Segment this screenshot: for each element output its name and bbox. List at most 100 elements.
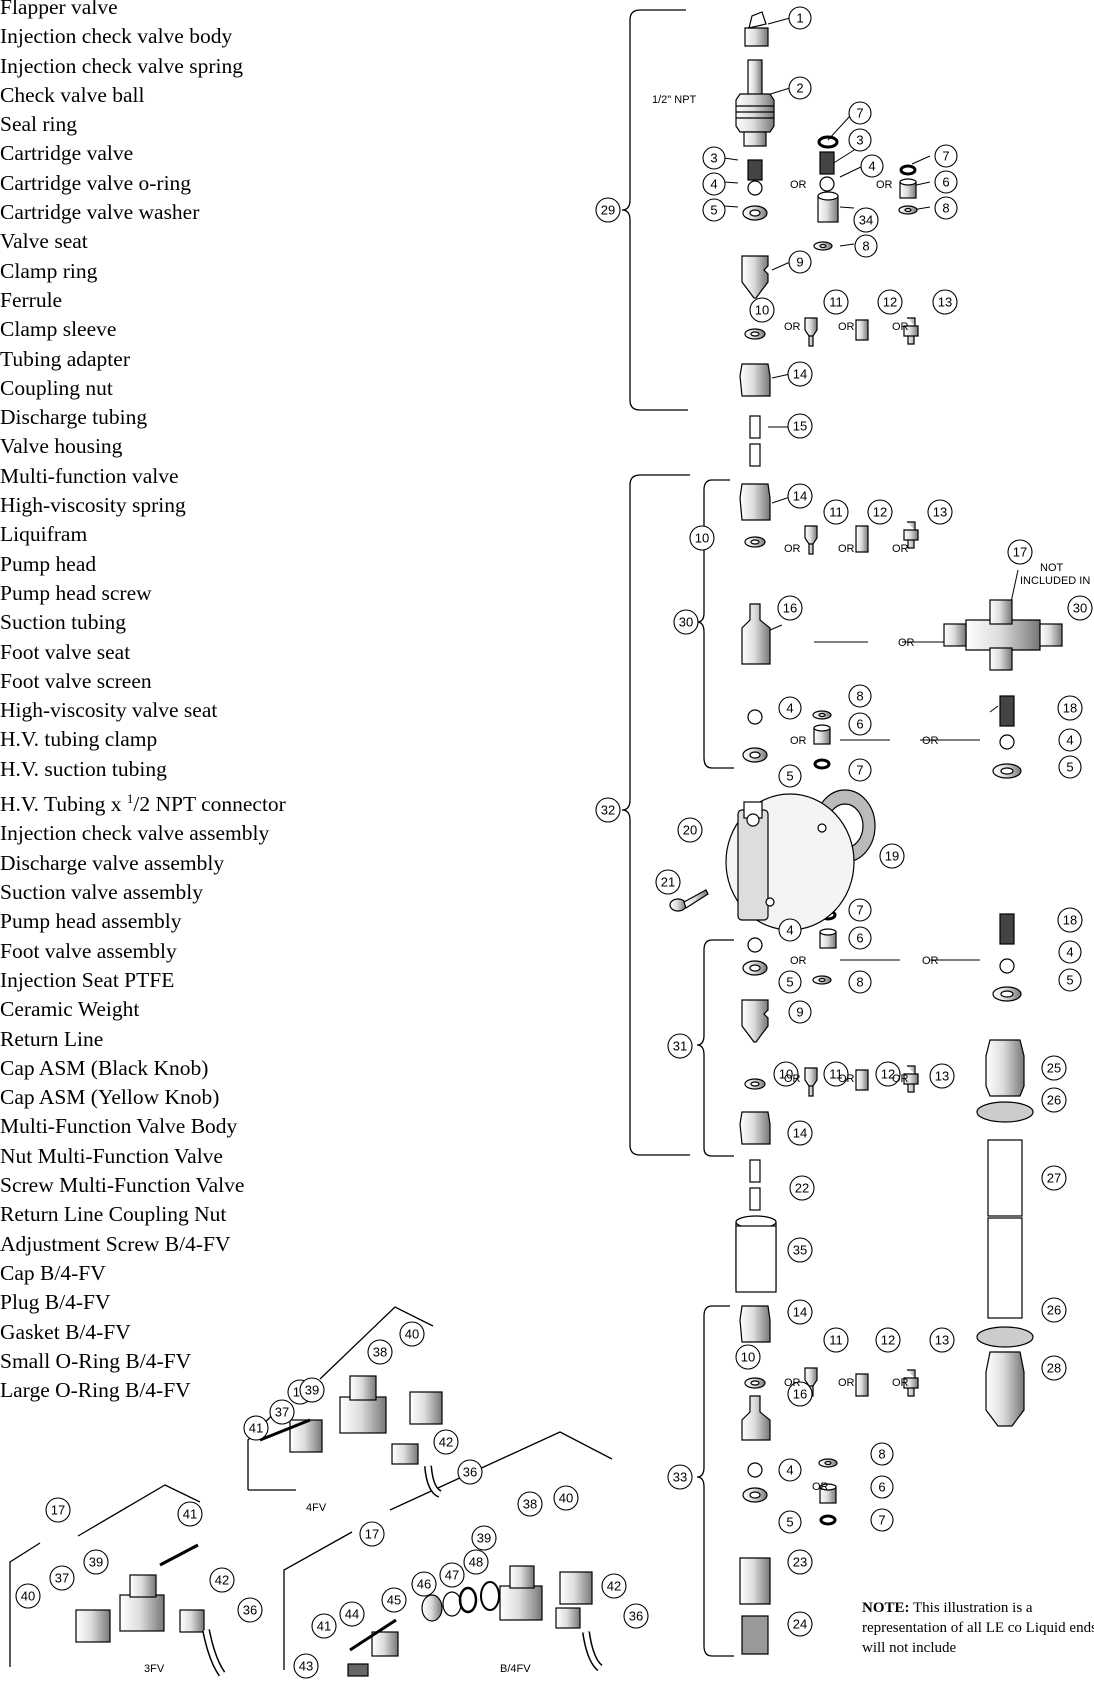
pump-head-part xyxy=(725,793,855,931)
callout-7: 7 xyxy=(848,101,872,125)
callout-17: 17 xyxy=(45,1497,71,1523)
svg-text:35: 35 xyxy=(793,1243,807,1258)
callout-37: 37 xyxy=(49,1565,75,1591)
or-label: OR xyxy=(892,543,909,555)
parts-list-item: Cap ASM (Black Knob) xyxy=(0,1055,209,1080)
callout-47: 47 xyxy=(439,1562,465,1588)
parts-list-item: Pump head assembly xyxy=(0,909,182,934)
callout-5: 5 xyxy=(778,764,802,788)
callout-5: 5 xyxy=(702,198,726,222)
svg-text:12: 12 xyxy=(881,1067,895,1082)
parts-list-item: Clamp sleeve xyxy=(0,317,117,342)
parts-list-item: Small O-Ring B/4-FV xyxy=(0,1348,192,1373)
svg-text:16: 16 xyxy=(793,1387,807,1402)
flapper-valve-part xyxy=(744,11,769,47)
callout-14: 14 xyxy=(787,1299,813,1325)
parts-list-item: Pump head screw xyxy=(0,580,152,605)
callout-4: 4 xyxy=(778,696,802,720)
callout-16: 16 xyxy=(787,1381,813,1407)
parts-list-item: Discharge tubing xyxy=(0,405,148,430)
callout-10: 10 xyxy=(735,1344,761,1370)
callout-7: 7 xyxy=(848,758,872,782)
svg-text:47: 47 xyxy=(445,1568,459,1583)
svg-text:4: 4 xyxy=(786,923,793,938)
svg-text:3: 3 xyxy=(710,151,717,166)
svg-text:17: 17 xyxy=(365,1527,379,1542)
callout-27: 27 xyxy=(1041,1165,1067,1191)
callout-5: 5 xyxy=(778,970,802,994)
parts-list-item: Nut Multi-Function Valve xyxy=(0,1143,223,1168)
pump-head-screw-part xyxy=(669,889,709,912)
note-bold: NOTE: xyxy=(862,1600,910,1616)
svg-text:21: 21 xyxy=(661,875,675,890)
assembly-brackets xyxy=(9,9,734,1670)
svg-text:15: 15 xyxy=(793,419,807,434)
parts-list-item: Injection check valve body xyxy=(0,24,233,49)
parts-list-item: Injection check valve assembly xyxy=(0,821,270,846)
svg-text:9: 9 xyxy=(796,255,803,270)
svg-text:4: 4 xyxy=(786,1463,793,1478)
callout-4: 4 xyxy=(1058,940,1082,964)
svg-text:36: 36 xyxy=(463,1465,477,1480)
svg-text:8: 8 xyxy=(862,239,869,254)
svg-text:6: 6 xyxy=(878,1480,885,1495)
svg-text:32: 32 xyxy=(601,803,615,818)
callout-30: 30 xyxy=(1067,595,1093,621)
callout-12: 12 xyxy=(877,289,903,315)
svg-text:41: 41 xyxy=(249,1421,263,1436)
bracket-3fv xyxy=(9,1484,201,1667)
svg-text:43: 43 xyxy=(299,1659,313,1674)
svg-text:18: 18 xyxy=(1063,913,1077,928)
high-viscosity-valve-seat-part xyxy=(985,1039,1025,1097)
callout-36: 36 xyxy=(623,1603,649,1629)
clamp-sleeve-part xyxy=(855,319,869,1397)
svg-text:41: 41 xyxy=(183,1507,197,1522)
not-included-label-2: INCLUDED IN xyxy=(1020,575,1090,587)
callout-6: 6 xyxy=(848,926,872,950)
svg-text:30: 30 xyxy=(1073,601,1087,616)
callout-33: 33 xyxy=(667,1464,693,1490)
or-label: OR xyxy=(784,543,801,555)
callout-6: 6 xyxy=(870,1475,894,1499)
or-label: OR xyxy=(892,321,909,333)
svg-text:11: 11 xyxy=(829,1333,843,1348)
bracket-33 xyxy=(696,1305,734,1657)
svg-text:12: 12 xyxy=(883,295,897,310)
callout-13: 13 xyxy=(932,289,958,315)
parts-list-item: Pump head xyxy=(0,551,97,576)
parts-list-item: Cap B/4-FV xyxy=(0,1260,106,1285)
or-label: OR xyxy=(790,955,807,967)
svg-text:20: 20 xyxy=(683,823,697,838)
bracket-31 xyxy=(696,939,734,1157)
svg-text:38: 38 xyxy=(523,1497,537,1512)
svg-text:3: 3 xyxy=(856,133,863,148)
callout-39: 39 xyxy=(299,1377,325,1403)
or-label: OR xyxy=(784,1073,801,1085)
callout-18: 18 xyxy=(1057,907,1083,933)
callout-3: 3 xyxy=(848,128,872,152)
svg-text:10: 10 xyxy=(779,1067,793,1082)
4fv-valve-assembly-part xyxy=(259,1375,443,1498)
callout-5: 5 xyxy=(1058,968,1082,992)
parts-list-item: Injection check valve spring xyxy=(0,53,243,78)
callout-12: 12 xyxy=(867,499,893,525)
or-label: OR xyxy=(784,321,801,333)
npt-label: 1/2" NPT xyxy=(652,94,697,106)
callout-2: 2 xyxy=(788,76,812,100)
callout-42: 42 xyxy=(433,1429,459,1455)
callout-11: 11 xyxy=(823,1327,849,1353)
callout-40: 40 xyxy=(15,1583,41,1609)
check-valve-ball-part xyxy=(747,176,1015,1478)
callout-13: 13 xyxy=(929,1327,955,1353)
callout-1: 1 xyxy=(788,6,812,30)
callout-11: 11 xyxy=(823,289,849,315)
hv-suction-tubing-part xyxy=(987,1139,1023,1319)
callout-7: 7 xyxy=(934,144,958,168)
or-label: OR xyxy=(790,179,807,191)
svg-text:46: 46 xyxy=(417,1577,431,1592)
callout-17: 17 xyxy=(359,1521,385,1547)
callout-34: 34 xyxy=(853,207,879,233)
or-label: OR xyxy=(898,637,915,649)
svg-text:16: 16 xyxy=(783,601,797,616)
